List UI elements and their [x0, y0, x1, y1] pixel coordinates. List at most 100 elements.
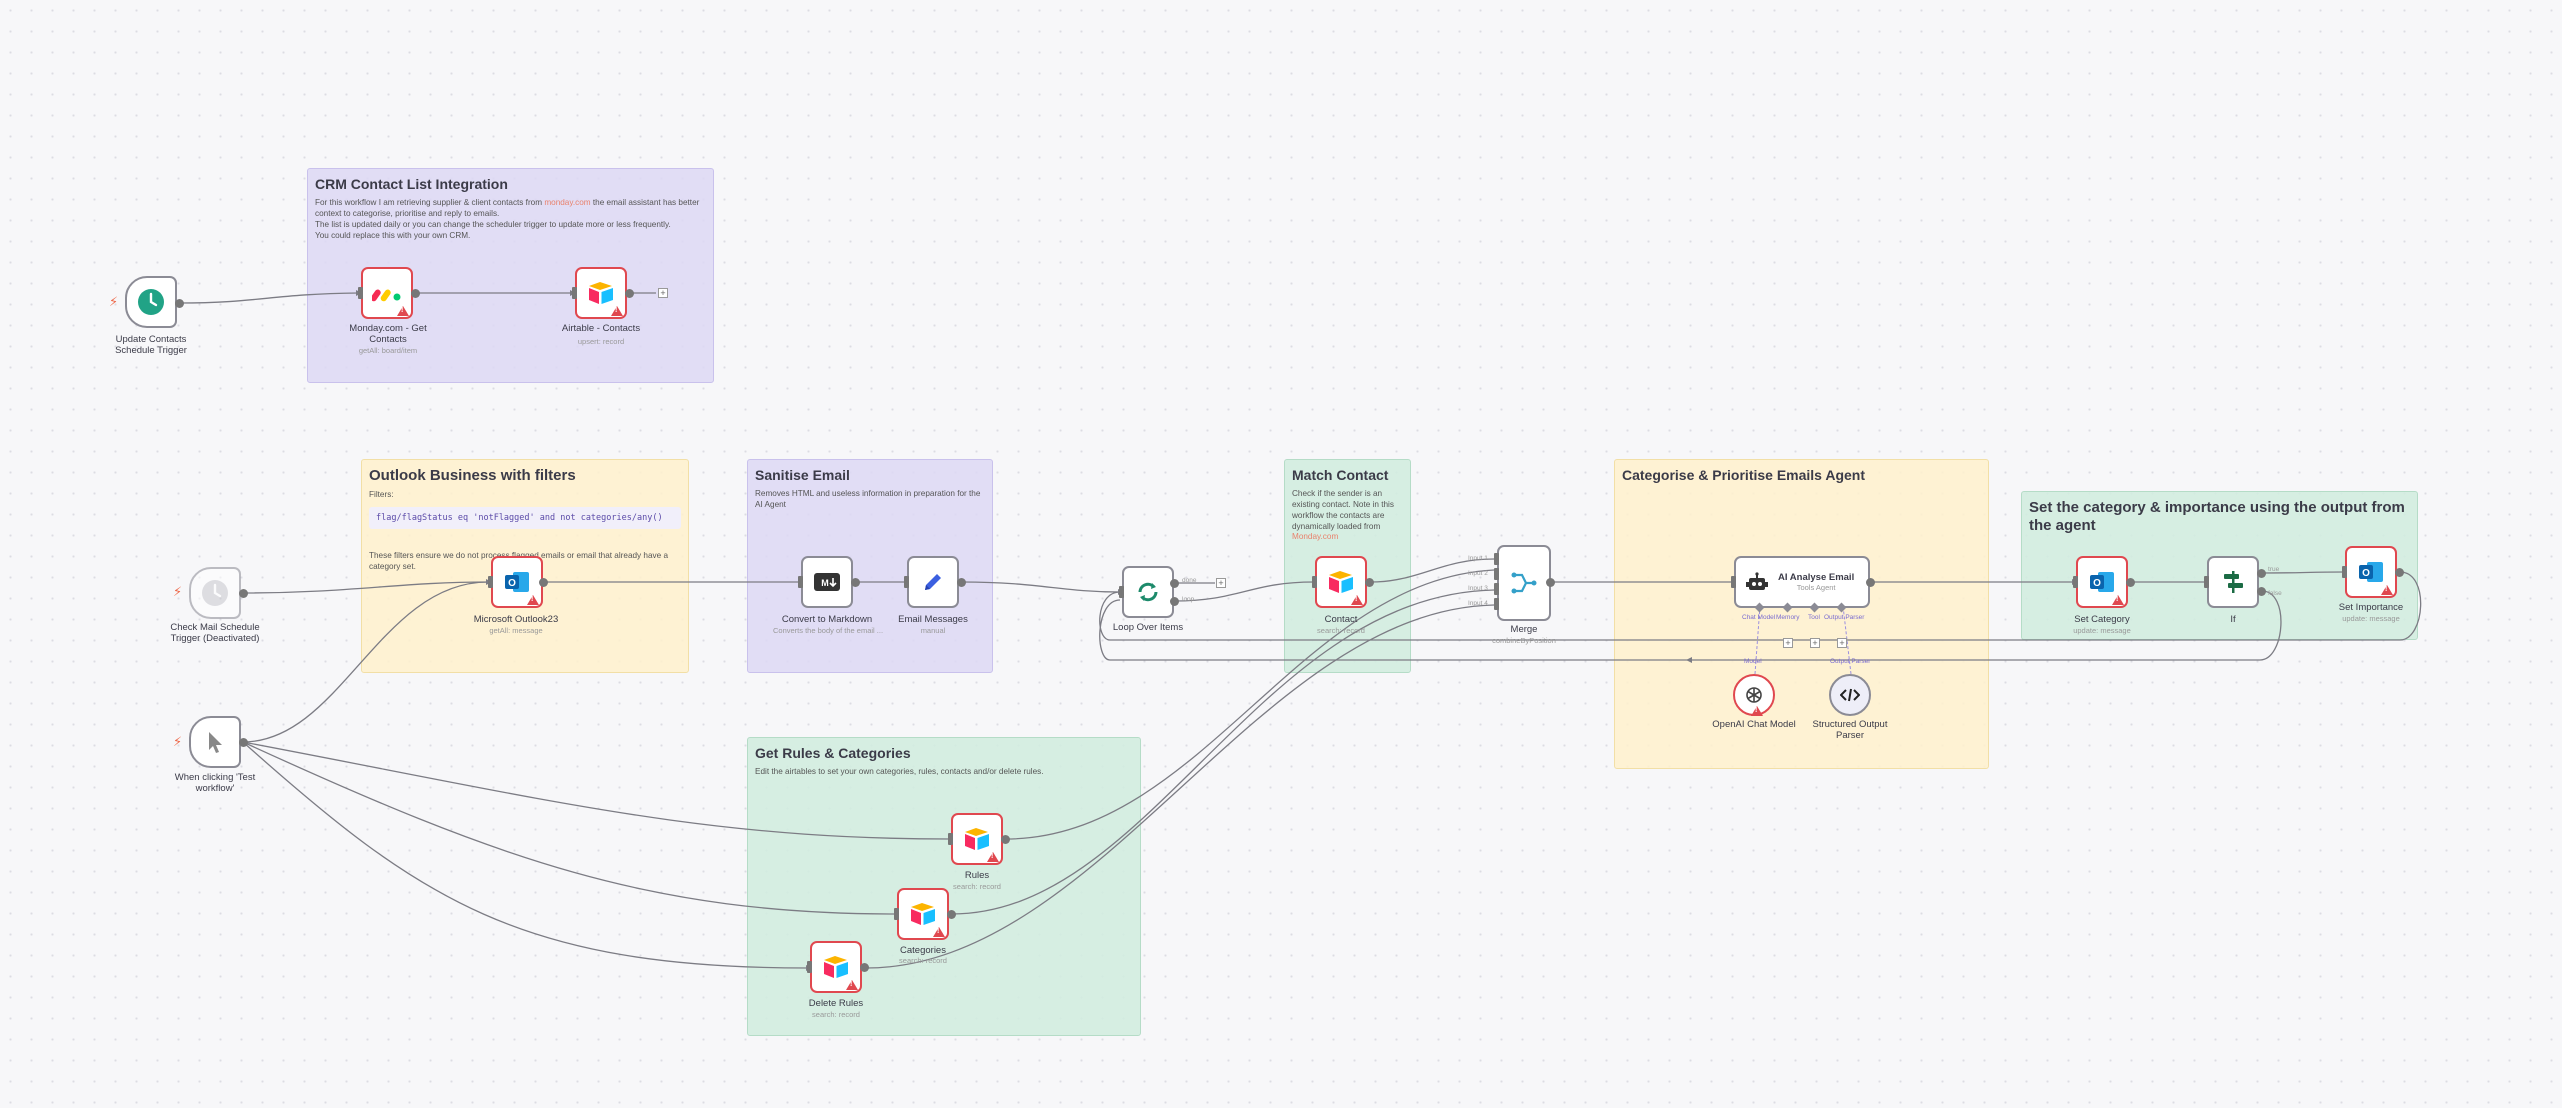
- output-port[interactable]: [2126, 578, 2135, 587]
- node-sub-set-importance: update: message: [2342, 614, 2400, 623]
- output-port[interactable]: [947, 910, 956, 919]
- input-port[interactable]: [572, 287, 577, 299]
- node-label-loop: Loop Over Items: [1112, 622, 1184, 633]
- warning-icon: [611, 306, 623, 316]
- input-port[interactable]: [488, 576, 493, 588]
- loop-loop-label: loop: [1182, 596, 1195, 603]
- node-merge[interactable]: [1497, 545, 1551, 621]
- node-sub-set-category: update: message: [2073, 626, 2131, 635]
- robot-icon: [1746, 572, 1768, 590]
- output-port[interactable]: [1866, 578, 1875, 587]
- sanitise-note-title: Sanitise Email: [755, 467, 850, 483]
- node-rules[interactable]: [951, 813, 1003, 865]
- node-convert-markdown[interactable]: M: [801, 556, 853, 608]
- input-port[interactable]: [807, 961, 812, 973]
- node-label-monday: Monday.com - Get Contacts: [349, 323, 427, 346]
- input-port[interactable]: [948, 833, 953, 845]
- node-update-contacts-trigger[interactable]: [125, 276, 177, 328]
- agent-title: AI Analyse Email: [1778, 572, 1855, 583]
- output-port[interactable]: [539, 578, 548, 587]
- node-monday-get-contacts[interactable]: [361, 267, 413, 319]
- output-port[interactable]: [1365, 578, 1374, 587]
- input-port[interactable]: [1731, 576, 1736, 588]
- monday-link[interactable]: monday.com: [544, 197, 591, 207]
- outlook-note-body: These filters ensure we do not process f…: [369, 550, 669, 571]
- output-port[interactable]: [851, 578, 860, 587]
- airtable-icon: [965, 828, 989, 850]
- output-port[interactable]: [1001, 835, 1010, 844]
- node-structured-output-parser[interactable]: [1829, 674, 1871, 716]
- node-email-messages[interactable]: [907, 556, 959, 608]
- input-port[interactable]: [894, 908, 899, 920]
- output-port-loop[interactable]: [1170, 597, 1179, 606]
- node-openai-chat-model[interactable]: [1733, 674, 1775, 716]
- output-port[interactable]: [957, 578, 966, 587]
- output-port-true[interactable]: [2257, 569, 2266, 578]
- output-port[interactable]: [175, 299, 184, 308]
- node-set-category[interactable]: O: [2076, 556, 2128, 608]
- input-port[interactable]: [2342, 566, 2347, 578]
- node-loop-over-items[interactable]: [1122, 566, 1174, 618]
- add-parser-button[interactable]: +: [1837, 638, 1847, 648]
- node-label-email-messages: Email Messages: [898, 614, 968, 625]
- node-delete-rules[interactable]: [810, 941, 862, 993]
- output-port[interactable]: [625, 289, 634, 298]
- output-port-false[interactable]: [2257, 587, 2266, 596]
- openai-icon: [1746, 687, 1762, 703]
- node-ai-analyse-email[interactable]: AI Analyse Email Tools Agent: [1734, 556, 1870, 608]
- node-sub-email-messages: manual: [920, 626, 946, 635]
- loop-done-label: done: [1182, 577, 1197, 584]
- airtable-icon: [824, 956, 848, 978]
- warning-icon: [1751, 706, 1763, 716]
- warning-icon: [2112, 595, 2124, 605]
- input-port-3[interactable]: [1494, 583, 1499, 595]
- output-port[interactable]: [2395, 568, 2404, 577]
- node-label-openai: OpenAI Chat Model: [1712, 719, 1796, 730]
- monday-icon: [372, 289, 401, 302]
- trigger-bolt-icon: ⚡: [173, 584, 183, 599]
- warning-icon: [1351, 595, 1363, 605]
- node-airtable-contacts[interactable]: [575, 267, 627, 319]
- node-check-mail-trigger[interactable]: [189, 567, 241, 619]
- add-memory-button[interactable]: +: [1783, 638, 1793, 648]
- parser-port-label: Output Parser: [1830, 658, 1871, 665]
- input-port-2[interactable]: [1494, 568, 1499, 580]
- input-port[interactable]: [1119, 586, 1124, 598]
- match-monday-link[interactable]: Monday.com: [1292, 532, 1339, 542]
- merge-input-4-label: Input 4: [1468, 600, 1488, 607]
- output-port[interactable]: [411, 289, 420, 298]
- warning-icon: [527, 595, 539, 605]
- output-port[interactable]: [239, 738, 248, 747]
- add-tool-button[interactable]: +: [1810, 638, 1820, 648]
- node-contact[interactable]: [1315, 556, 1367, 608]
- node-microsoft-outlook[interactable]: O: [491, 556, 543, 608]
- node-label-set-importance: Set Importance: [2338, 602, 2404, 613]
- node-if[interactable]: [2207, 556, 2259, 608]
- output-port[interactable]: [860, 963, 869, 972]
- add-node-button[interactable]: +: [1216, 578, 1226, 588]
- input-port[interactable]: [2073, 576, 2078, 588]
- input-port-4[interactable]: [1494, 598, 1499, 610]
- input-port[interactable]: [358, 287, 363, 299]
- input-port[interactable]: [904, 576, 909, 588]
- svg-text:O: O: [2093, 578, 2101, 589]
- output-port[interactable]: [239, 589, 248, 598]
- node-label-outlook: Microsoft Outlook23: [473, 614, 559, 625]
- node-manual-trigger[interactable]: [189, 716, 241, 768]
- output-port[interactable]: [1546, 578, 1555, 587]
- if-true-label: true: [2268, 566, 2280, 573]
- output-port-done[interactable]: [1170, 579, 1179, 588]
- warning-icon: [2381, 585, 2393, 595]
- node-categories[interactable]: [897, 888, 949, 940]
- node-set-importance[interactable]: O: [2345, 546, 2397, 598]
- input-port[interactable]: [1312, 576, 1317, 588]
- input-port-1[interactable]: [1494, 553, 1499, 565]
- add-node-button[interactable]: +: [658, 288, 668, 298]
- node-label-manual-trigger: When clicking 'Test workflow': [174, 772, 256, 795]
- sticky-note-categorise[interactable]: Categorise & Prioritise Emails Agent: [1614, 459, 1989, 769]
- input-port[interactable]: [2204, 576, 2209, 588]
- agent-port-label-chat-model: Chat Model: [1742, 614, 1776, 621]
- code-icon: [1840, 688, 1860, 702]
- input-port[interactable]: [798, 576, 803, 588]
